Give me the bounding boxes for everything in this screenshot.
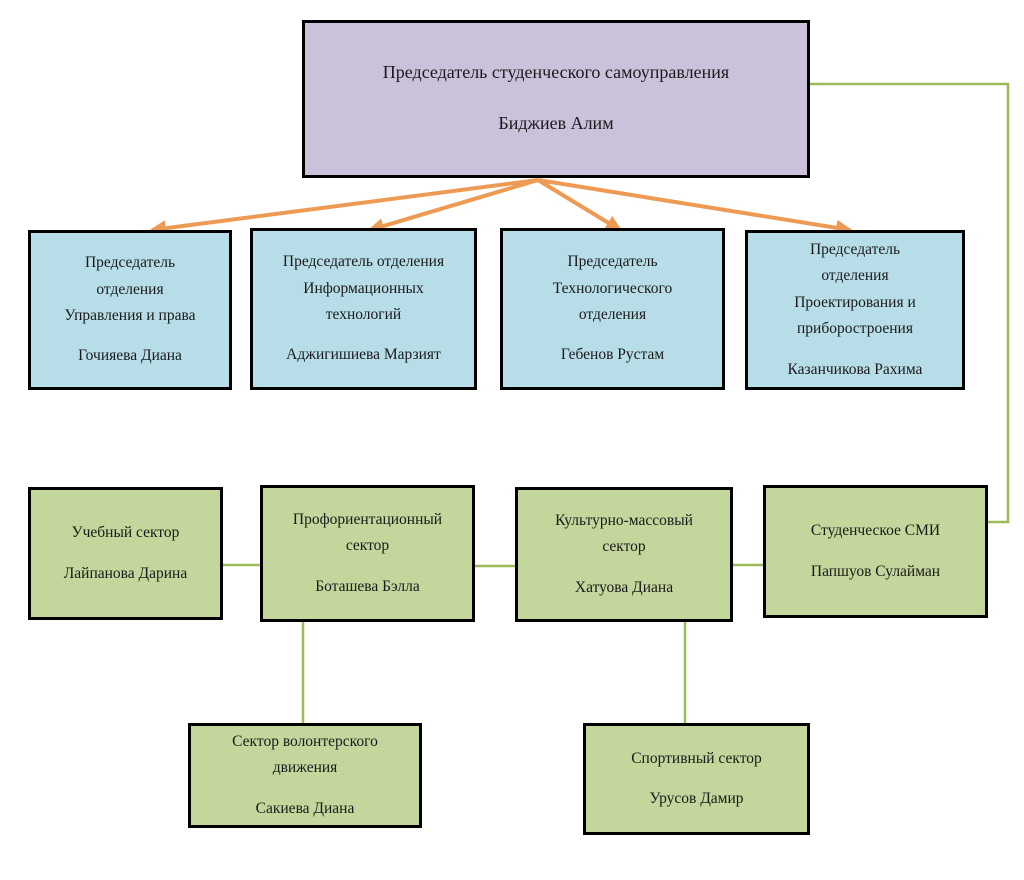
sector-name: Хатуова Диана — [574, 578, 674, 596]
connector-root-to-media — [810, 82, 1010, 524]
node-department-management-law: Председатель отделения Управления и прав… — [28, 230, 232, 390]
node-sector-academic: Учебный сектор Лайпанова Дарина — [28, 487, 223, 620]
subsector-title: Сектор волонтерского движения — [232, 732, 378, 777]
department-title: Председатель отделения Управления и прав… — [64, 254, 196, 324]
subsector-name: Сакиева Диана — [255, 799, 355, 817]
department-title: Председатель отделения Проектирования и … — [794, 241, 916, 338]
subsector-name: Урусов Дамир — [649, 790, 744, 807]
chairman-name: Биджиев Алим — [498, 113, 614, 134]
sector-name: Боташева Бэлла — [315, 577, 420, 595]
arrow-to-department-2 — [367, 178, 539, 234]
node-subsector-sports: Спортивный сектор Урусов Дамир — [583, 723, 810, 835]
sector-title: Студенческое СМИ — [810, 522, 941, 540]
sector-title: Профориентационный сектор — [292, 510, 443, 555]
department-name: Аджигишиева Марзият — [286, 346, 441, 364]
node-subsector-volunteer: Сектор волонтерского движения Сакиева Ди… — [188, 723, 422, 828]
subsector-title: Спортивный сектор — [631, 749, 762, 767]
node-sector-cultural: Культурно-массовый сектор Хатуова Диана — [515, 487, 733, 622]
node-department-design-instrumentation: Председатель отделения Проектирования и … — [745, 230, 965, 390]
department-title: Председатель отделения Информационных те… — [282, 253, 445, 323]
department-name: Гебенов Рустам — [560, 346, 665, 364]
arrow-to-department-4 — [537, 178, 853, 236]
node-department-technological: Председатель Технологического отделения … — [500, 228, 725, 390]
department-name: Гочияева Диана — [78, 347, 182, 365]
node-chairman: Председатель студенческого самоуправлени… — [302, 20, 810, 178]
node-sector-career-guidance: Профориентационный сектор Боташева Бэлла — [260, 485, 475, 622]
arrow-to-department-1 — [149, 178, 539, 237]
arrow-root-to-departments — [149, 178, 853, 237]
arrow-to-department-3 — [536, 178, 623, 232]
node-department-information-technology: Председатель отделения Информационных те… — [250, 228, 477, 390]
department-title: Председатель Технологического отделения — [552, 253, 673, 323]
node-sector-student-media: Студенческое СМИ Папшуов Сулайман — [763, 485, 988, 618]
chairman-title: Председатель студенческого самоуправлени… — [382, 62, 730, 83]
sector-title: Учебный сектор — [71, 524, 180, 542]
department-name: Казанчикова Рахима — [787, 360, 923, 378]
sector-title: Культурно-массовый сектор — [555, 511, 693, 556]
sector-name: Лайпанова Дарина — [63, 564, 188, 582]
sector-name: Папшуов Сулайман — [810, 562, 941, 580]
